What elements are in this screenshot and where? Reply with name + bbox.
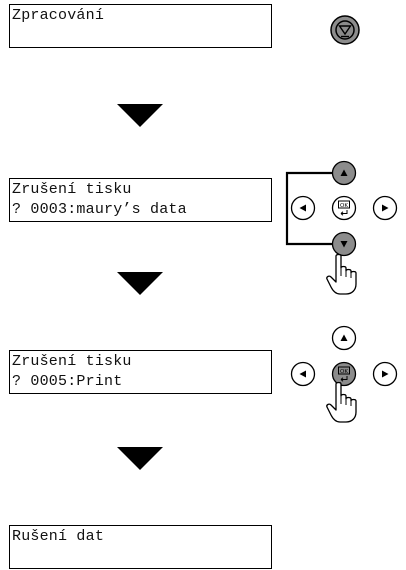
stop-button[interactable] — [330, 15, 360, 45]
ok-button[interactable]: OK — [331, 195, 357, 221]
up-button[interactable] — [331, 160, 357, 186]
pointing-hand-icon — [326, 381, 357, 423]
triangle-up-icon — [340, 334, 348, 341]
right-button[interactable] — [372, 361, 398, 387]
lcd-panel-processing: Zpracování — [9, 4, 272, 48]
down-button[interactable] — [331, 231, 357, 257]
up-button[interactable] — [331, 325, 357, 351]
triangle-down-icon — [340, 241, 348, 248]
triangle-right-icon — [382, 370, 389, 378]
ok-button[interactable]: OK — [331, 361, 357, 387]
lcd-line-1: Rušení dat — [12, 528, 105, 545]
lcd-line-1: Zrušení tisku — [12, 353, 132, 370]
left-button[interactable] — [290, 195, 316, 221]
triangle-up-icon — [340, 169, 348, 176]
lcd-line-1: Zpracování — [12, 7, 105, 24]
stop-icon — [335, 20, 355, 40]
lcd-panel-cancel-print-1: Zrušení tisku ? 0003:maury’s data — [9, 178, 272, 222]
triangle-left-icon — [299, 204, 306, 212]
lcd-panel-cancel-print-2: Zrušení tisku ? 0005:Print — [9, 350, 272, 394]
triangle-left-icon — [299, 370, 306, 378]
down-arrow-1 — [117, 104, 163, 127]
left-button[interactable] — [290, 361, 316, 387]
pointing-hand-icon — [326, 253, 357, 295]
lcd-line-1: Zrušení tisku — [12, 181, 132, 198]
ok-label: OK — [340, 369, 348, 375]
lcd-line-2: ? 0005:Print — [12, 373, 123, 390]
right-button[interactable] — [372, 195, 398, 221]
lcd-line-2: ? 0003:maury’s data — [12, 201, 187, 218]
triangle-right-icon — [382, 204, 389, 212]
down-arrow-2 — [117, 272, 163, 295]
down-arrow-3 — [117, 447, 163, 470]
lcd-panel-deleting-data: Rušení dat — [9, 525, 272, 569]
ok-label: OK — [340, 203, 348, 209]
